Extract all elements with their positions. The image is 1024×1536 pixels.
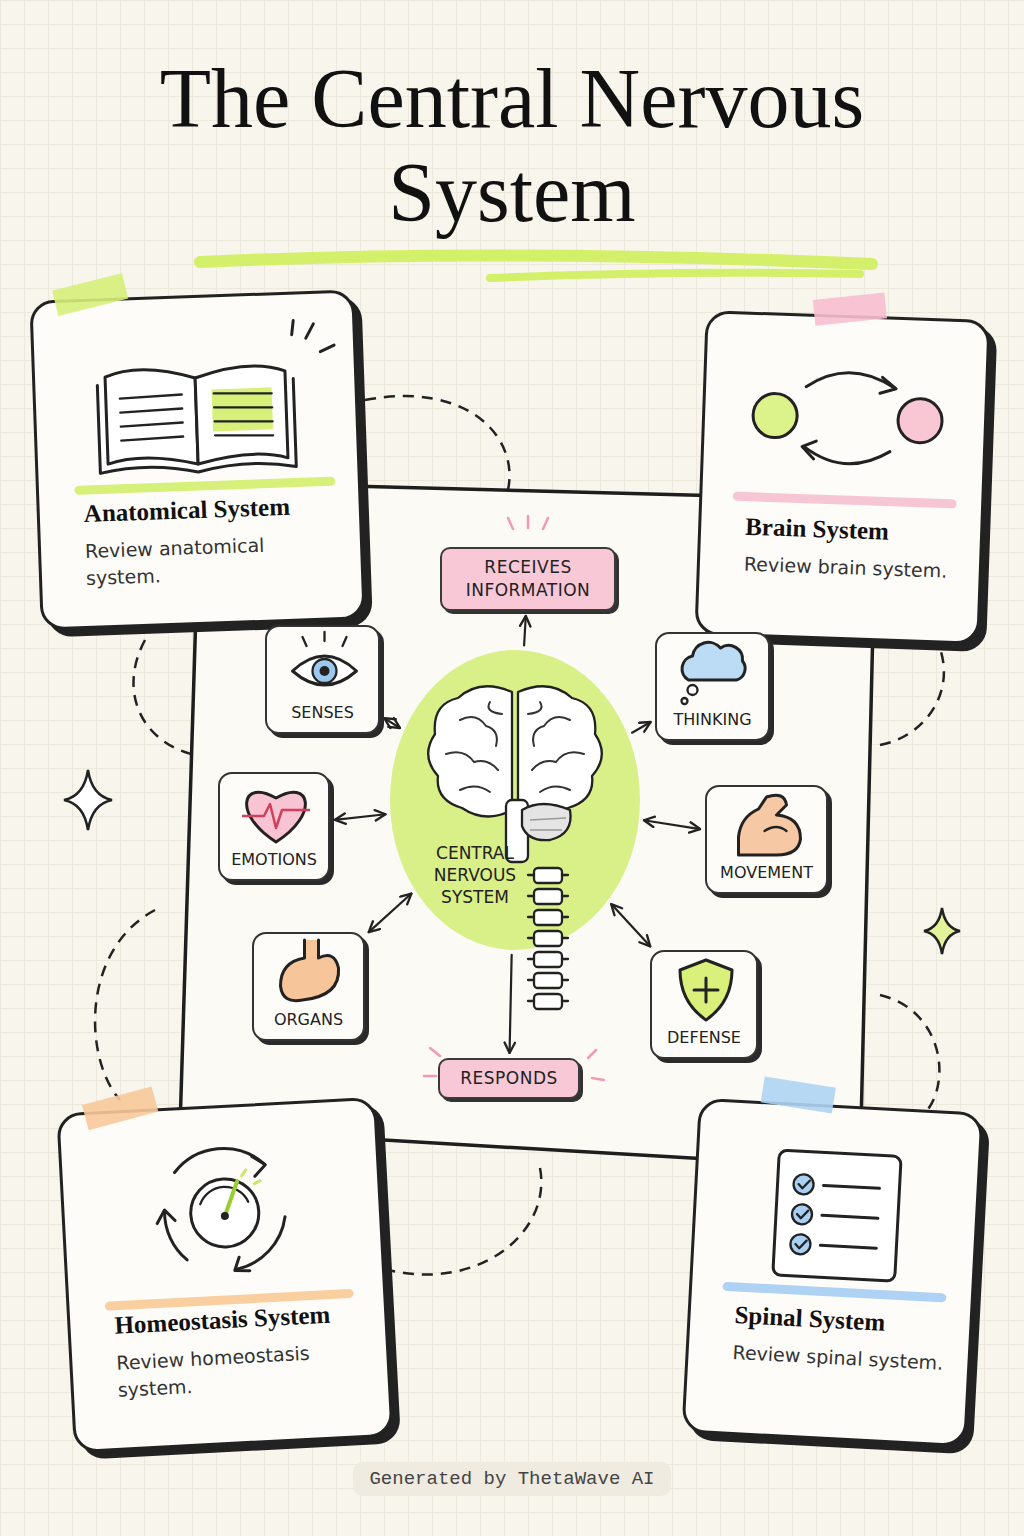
connector-arrow	[510, 955, 512, 1053]
function-box: EMOTIONS	[218, 772, 330, 881]
function-box: ORGANS	[252, 932, 365, 1041]
title-text: The Central Nervous System	[152, 52, 872, 240]
function-box: MOVEMENT	[705, 785, 828, 894]
node-label: SENSES	[273, 703, 372, 722]
node-label: THINKING	[663, 710, 762, 729]
node-label: Brain System	[745, 513, 959, 548]
flow-tag: RESPONDS	[438, 1058, 580, 1099]
node-label: ORGANS	[260, 1010, 357, 1029]
node-label: MOVEMENT	[713, 863, 820, 882]
node-label: EMOTIONS	[226, 850, 322, 869]
connector-arrow	[632, 722, 651, 733]
hub-icon	[390, 650, 640, 950]
node-note: Review brain system.	[743, 551, 957, 585]
system-card: Homeostasis SystemReview homeostasis sys…	[56, 1097, 393, 1453]
system-card: Spinal SystemReview spinal system.	[681, 1098, 983, 1447]
connector-arrow	[644, 820, 700, 829]
check-icon	[691, 1101, 986, 1316]
node-label: RESPONDS	[450, 1067, 568, 1090]
node-label: Anatomical System	[83, 491, 337, 528]
node-note: Review homeostasis system.	[116, 1338, 338, 1403]
book-icon	[32, 292, 364, 503]
footer-label: Generated by ThetaWave AI	[312, 1462, 712, 1496]
function-box: THINKING	[655, 632, 770, 741]
system-card: Anatomical SystemReview anatomical syste…	[29, 289, 365, 630]
function-box: SENSES	[265, 625, 380, 734]
connector-arrow	[384, 718, 400, 728]
connector-arrow	[524, 616, 526, 646]
node-label: DEFENSE	[658, 1028, 750, 1047]
connector-arrow	[369, 894, 412, 933]
node-label: RECEIVES INFORMATION	[452, 556, 604, 602]
node-note: Review spinal system.	[732, 1339, 946, 1377]
node-note: Review anatomical system.	[85, 530, 307, 591]
system-card: Brain SystemReview brain system.	[694, 310, 990, 645]
node-label: CENTRAL NERVOUS SYSTEM	[425, 842, 525, 908]
connector-arrow	[335, 814, 386, 820]
flow-tag: RECEIVES INFORMATION	[440, 547, 616, 611]
hub-ellipse: CENTRAL NERVOUS SYSTEM	[390, 650, 640, 950]
gauge-icon	[59, 1100, 389, 1316]
watermark-text: Generated by ThetaWave AI	[353, 1462, 670, 1496]
node-label: Spinal System	[734, 1301, 948, 1340]
cycle-icon	[702, 313, 994, 523]
function-box: DEFENSE	[650, 950, 758, 1059]
connector-arrow	[611, 904, 650, 946]
